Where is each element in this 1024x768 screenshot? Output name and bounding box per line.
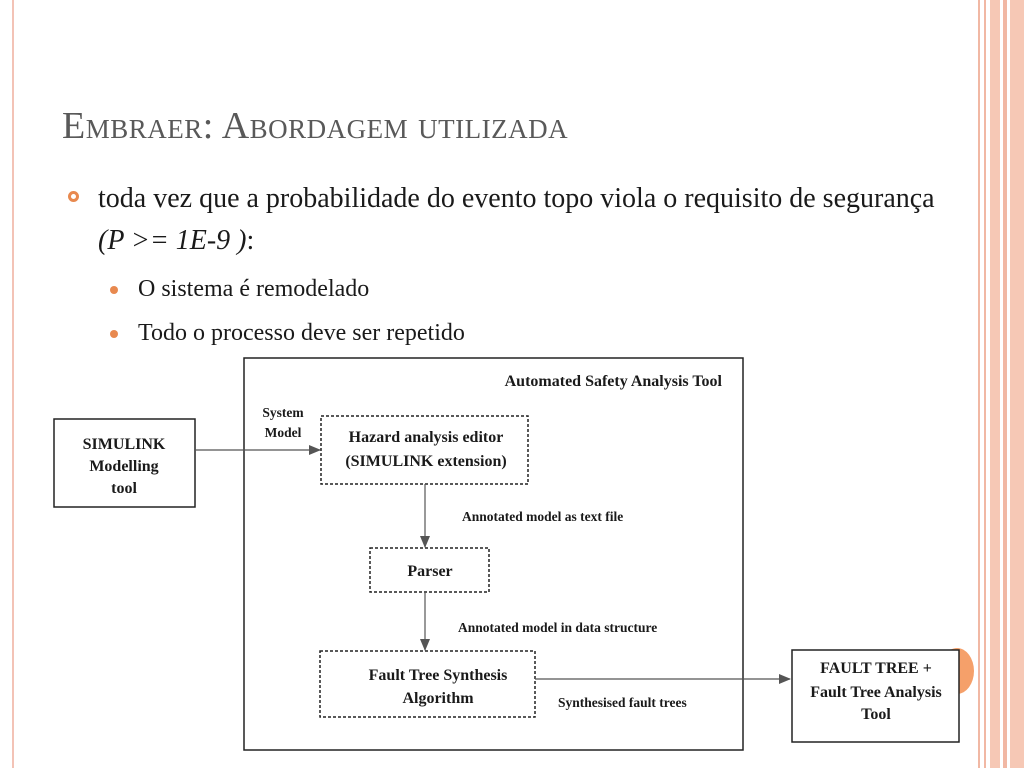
sub-bullet: O sistema é remodelado [64,274,944,304]
system-model-label: Model [265,425,302,440]
fault-tree-synthesis-box [319,650,536,718]
hazard-line: Hazard analysis editor [349,429,504,446]
fault-tree-line: Fault Tree Synthesis [369,667,508,684]
dot-bullet-icon [110,286,118,294]
sub-bullet-text: Todo o processo deve ser repetido [138,320,465,346]
hazard-editor-box [320,415,529,485]
right-decorative-stripes [978,0,1024,768]
dot-bullet-icon [110,330,118,338]
stripe [978,0,980,768]
tool-title: Automated Safety Analysis Tool [505,373,723,390]
simulink-line: Modelling [89,458,158,475]
tool-frame [243,357,744,751]
slide-title: Embraer: Abordagem utilizada [62,105,569,147]
fault-tree-line: Algorithm [402,690,474,707]
main-bullet-formula: (P >= 1E-9 ) [98,225,247,256]
sub-bullet-text: O sistema é remodelado [138,276,370,302]
simulink-line: tool [111,480,137,497]
stripe [1003,0,1007,768]
synthesised-label: Synthesised fault trees [558,695,687,710]
fault-tree-output-box [791,649,960,743]
sub-bullet: Todo o processo deve ser repetido [64,318,944,348]
output-line: Tool [861,706,891,723]
simulink-line: SIMULINK [83,436,166,453]
parser-box [369,547,490,593]
output-line: Fault Tree Analysis [810,684,942,701]
output-line: FAULT TREE + [820,660,932,677]
left-border-line [12,0,14,768]
parser-label: Parser [407,563,452,580]
ring-bullet-icon [68,191,79,202]
bullet-list: toda vez que a probabilidade do evento t… [64,178,944,348]
simulink-box [53,418,196,508]
system-model-label: System [262,405,304,420]
stripe [1010,0,1024,768]
stripe [984,0,986,768]
main-bullet-text: toda vez que a probabilidade do evento t… [98,183,935,214]
main-bullet-colon: : [246,225,255,256]
main-bullet: toda vez que a probabilidade do evento t… [64,178,944,262]
stripe [990,0,1000,768]
annotated-text-label: Annotated model as text file [462,509,623,524]
hazard-line: (SIMULINK extension) [345,453,506,470]
annotated-data-label: Annotated model in data structure [458,620,657,635]
